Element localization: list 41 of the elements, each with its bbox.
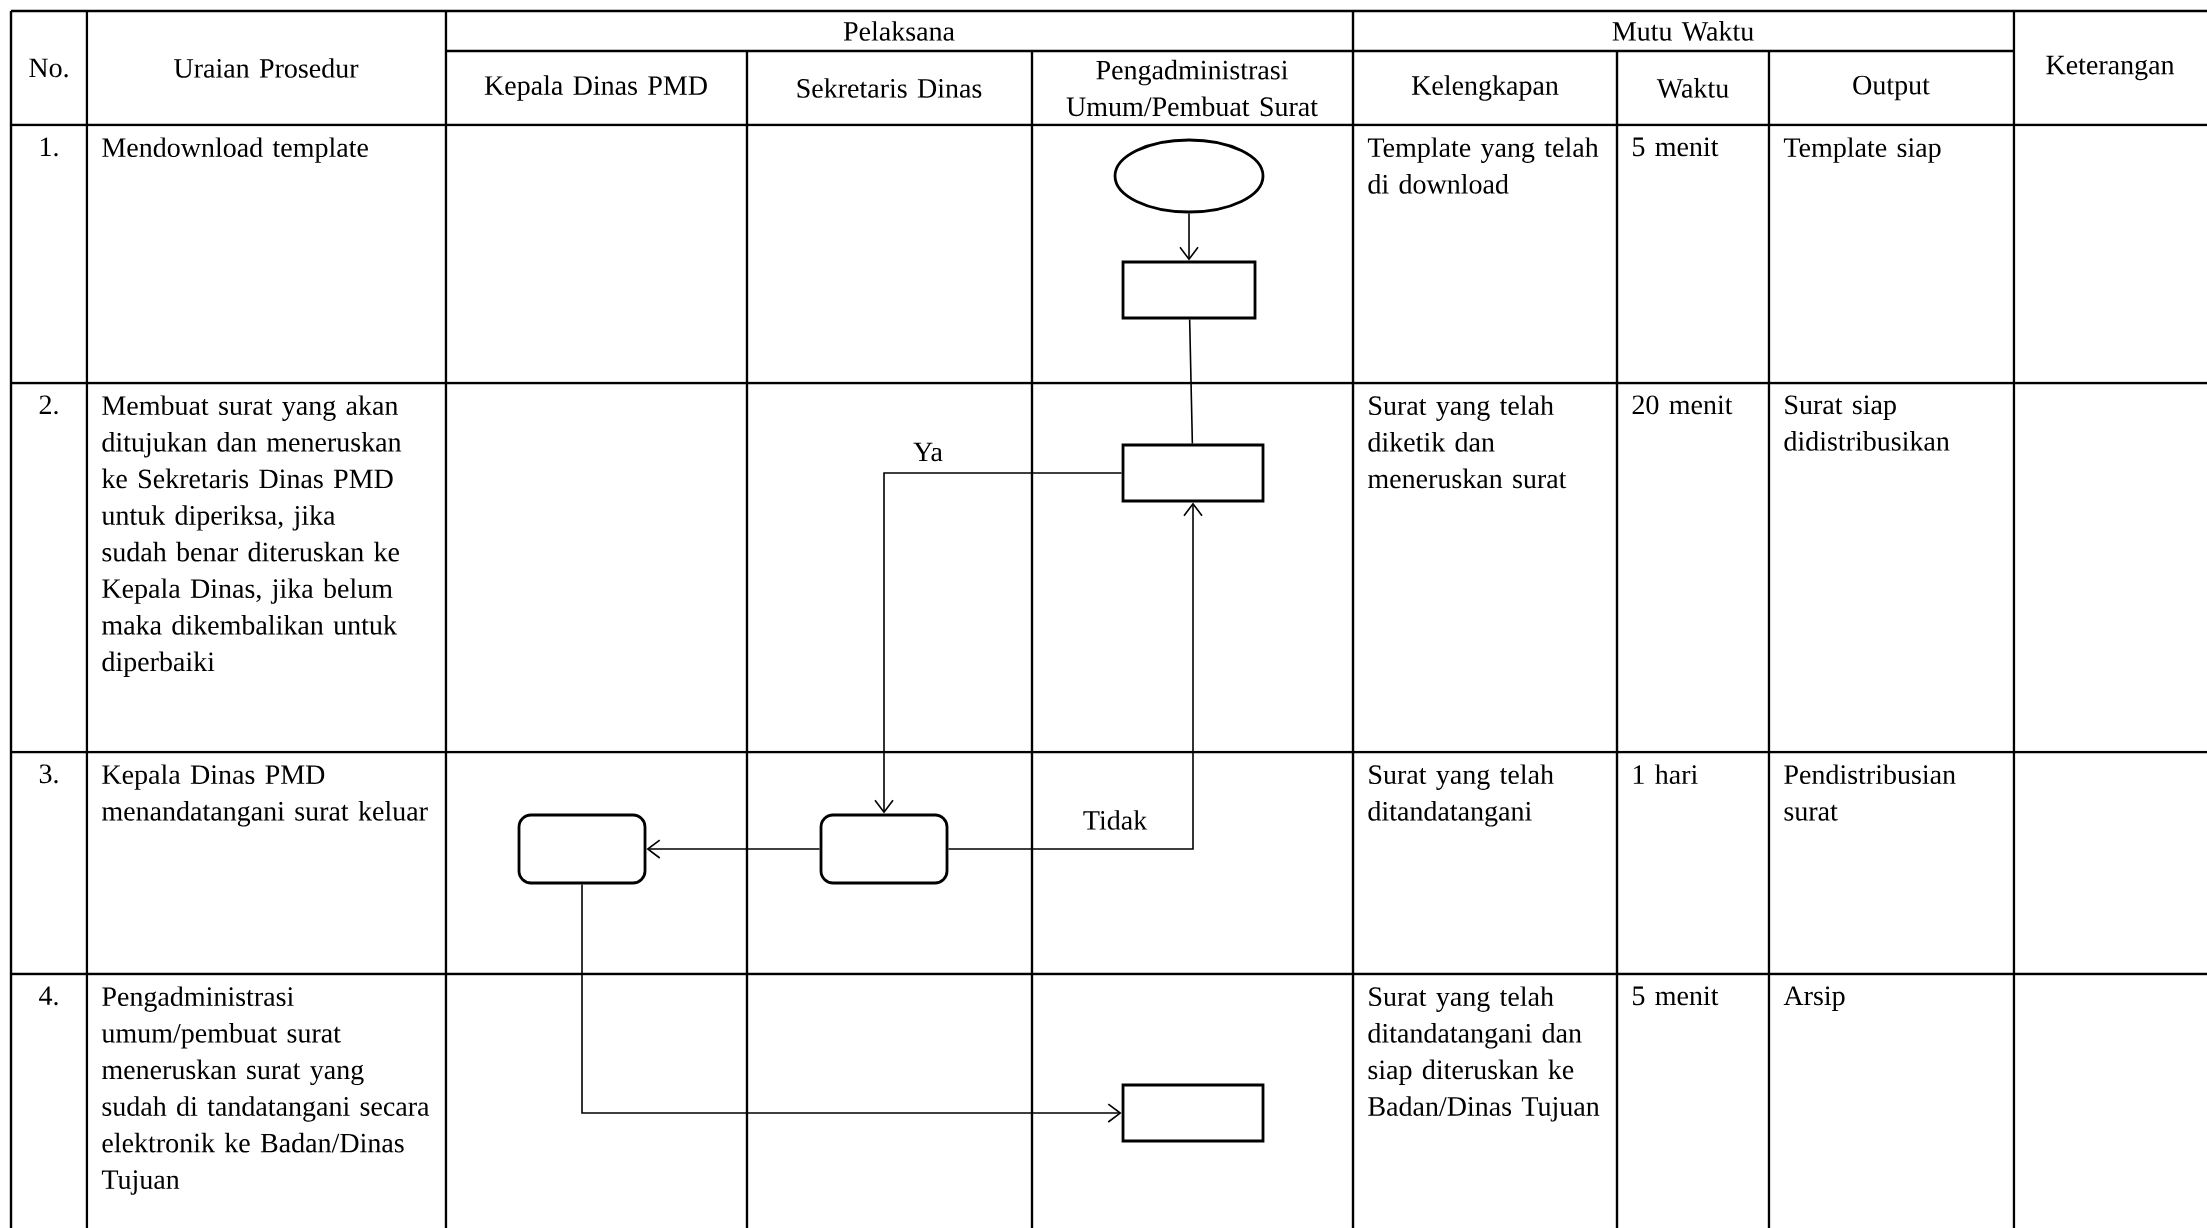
row-number: 1. <box>40 137 58 157</box>
cell-text: Pengadministrasi umum/pembuat surat meneruskan surat yang sudah di tandatangani secara elektronik ke Badan/Dinas Tujuan <box>101 986 430 1195</box>
rounded-process-box <box>517 813 647 885</box>
cell-text: Surat yang telah ditandatangani <box>1368 764 1554 827</box>
cell-text: Surat yang telah diketik dan meneruskan surat <box>1368 395 1567 489</box>
rounded-process-box <box>819 813 949 885</box>
cell-text: Surat siap didistribusikan <box>1784 395 1950 451</box>
cell-text: 20 menit <box>1632 395 1733 415</box>
header-text: Pelaksana <box>843 21 955 41</box>
edge-label: Tidak <box>1080 808 1150 832</box>
cell-text: Membuat surat yang akan ditujukan dan meneruskan ke Sekretaris Dinas PMD untuk diperiksa, jika sudah benar diteruskan ke Kepala Dinas, jika belum maka dikembalikan untuk diperbaiki <box>101 395 402 677</box>
header-text: Waktu <box>1656 78 1729 98</box>
edge-label: Ya <box>911 440 945 464</box>
terminator-ellipse <box>1113 138 1265 214</box>
header-text: Keterangan <box>2046 55 2175 81</box>
cell-text: Arsip <box>1783 986 1845 1011</box>
row-number: 4. <box>39 986 58 1006</box>
header-text: Mutu Waktu <box>1612 21 1754 41</box>
cell-text: Template yang telah di download <box>1367 137 1599 194</box>
header-text: Uraian Prosedur <box>174 58 359 78</box>
cell-text: 5 menit <box>1633 137 1719 157</box>
cell-text: Mendownload template <box>102 137 368 163</box>
arrow <box>581 883 1122 1123</box>
arrow <box>874 472 1123 814</box>
arrow <box>1179 212 1199 261</box>
process-box <box>1121 1083 1265 1143</box>
cell-text: Template siap <box>1783 137 1941 163</box>
header-text: No. <box>29 58 68 78</box>
arrow <box>947 502 1203 850</box>
row-number: 2. <box>39 395 58 415</box>
header-text: Output <box>1853 75 1930 101</box>
cell-text: 1 hari <box>1633 764 1698 785</box>
cell-text: 5 menit <box>1633 986 1719 1006</box>
process-box <box>1121 443 1265 503</box>
row-number: 3. <box>39 764 58 784</box>
cell-text: Pendistribusian surat <box>1784 764 1956 821</box>
arrow <box>646 839 821 859</box>
process-box <box>1121 260 1257 320</box>
header-text: Kepala Dinas PMD <box>484 75 707 101</box>
header-text: Kelengkapan <box>1411 75 1559 101</box>
header-text: Sekretaris Dinas <box>797 78 982 98</box>
